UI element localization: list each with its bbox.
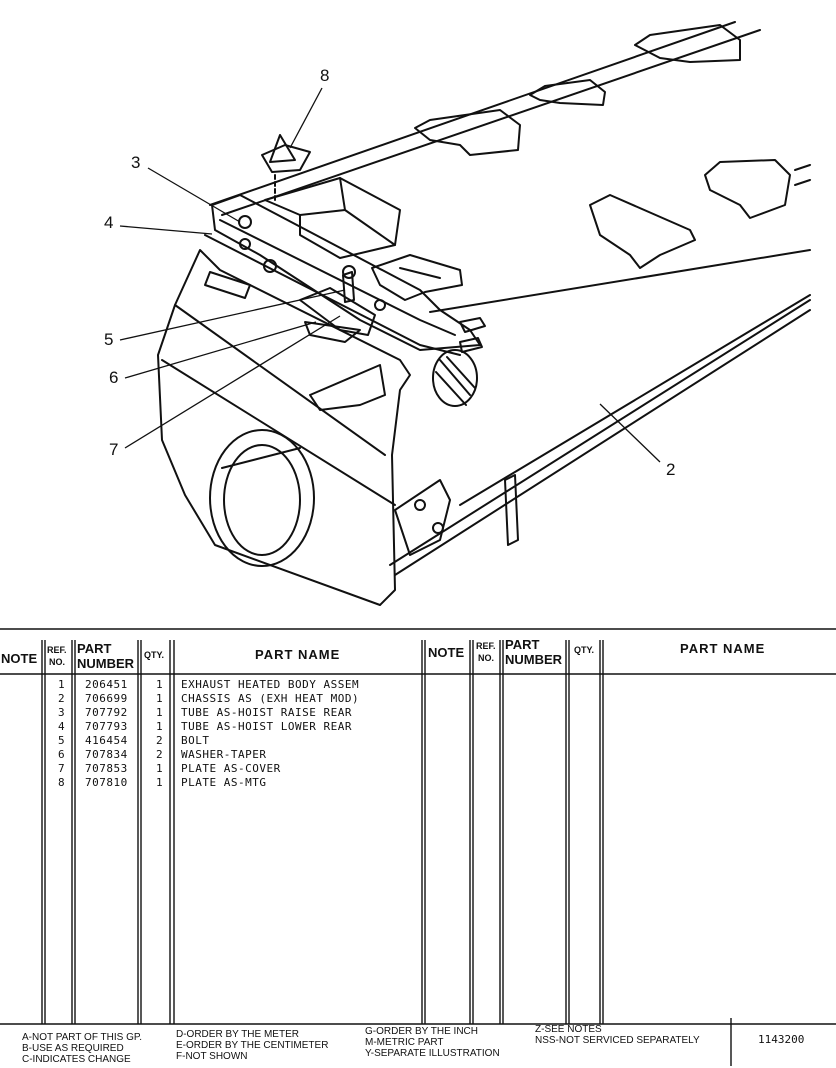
ref-no: 8	[58, 776, 66, 789]
legend-z: Z-SEE NOTES	[535, 1024, 602, 1035]
qty: 1	[156, 762, 164, 775]
header-ref-1: REF.	[47, 645, 67, 655]
callout-7: 7	[109, 440, 119, 459]
header-part-name: PART NAME	[255, 647, 341, 662]
qty: 1	[156, 776, 164, 789]
table-grid	[0, 628, 836, 1025]
header-part-number-2-right: NUMBER	[505, 652, 563, 667]
legend-d: D-ORDER BY THE METER	[176, 1029, 299, 1040]
callout-5: 5	[104, 330, 114, 349]
header-ref-1-right: REF.	[476, 641, 496, 651]
footer-divider	[730, 1018, 732, 1066]
ref-no: 5	[58, 734, 66, 747]
part-name: CHASSIS AS (EXH HEAT MOD)	[181, 692, 360, 705]
qty: 1	[156, 720, 164, 733]
part-number: 707853	[85, 762, 128, 775]
ref-no: 1	[58, 678, 66, 691]
legend-y: Y-SEPARATE ILLUSTRATION	[365, 1048, 500, 1059]
qty: 2	[156, 748, 164, 761]
header-part-name-right: PART NAME	[680, 641, 766, 656]
callout-8: 8	[320, 66, 330, 85]
ref-no: 4	[58, 720, 66, 733]
legend-c: C-INDICATES CHANGE	[22, 1054, 131, 1065]
part-number: 707834	[85, 748, 128, 761]
header-ref-2-right: NO.	[478, 653, 495, 663]
part-name: TUBE AS-HOIST RAISE REAR	[181, 706, 352, 719]
ref-no: 7	[58, 762, 66, 775]
callout-6: 6	[109, 368, 119, 387]
body-assembly-drawing	[119, 21, 811, 606]
header-note: NOTE	[1, 651, 38, 666]
part-number: 707792	[85, 706, 128, 719]
parts-table: NOTE REF. NO. PART NUMBER QTY. PART NAME…	[0, 628, 836, 1028]
callout-2: 2	[666, 460, 676, 479]
part-number: 416454	[85, 734, 128, 747]
legend-b: B-USE AS REQUIRED	[22, 1043, 124, 1054]
legend-f: F-NOT SHOWN	[176, 1051, 248, 1062]
legend-g: G-ORDER BY THE INCH	[365, 1026, 478, 1037]
ref-no: 2	[58, 692, 66, 705]
header-qty-right: QTY.	[574, 645, 595, 655]
callout-3: 3	[131, 153, 141, 172]
part-name: TUBE AS-HOIST LOWER REAR	[181, 720, 352, 733]
ref-no: 6	[58, 748, 66, 761]
part-name: EXHAUST HEATED BODY ASSEM	[181, 678, 360, 691]
legend-a: A-NOT PART OF THIS GP.	[22, 1032, 143, 1043]
header-note-right: NOTE	[428, 645, 465, 660]
part-number: 206451	[85, 678, 128, 691]
exploded-view-illustration: 8 3 4 5 6 7 2	[104, 21, 811, 606]
qty: 1	[156, 678, 164, 691]
legend-nss: NSS-NOT SERVICED SEPARATELY	[535, 1035, 700, 1046]
part-name: BOLT	[181, 734, 210, 747]
document-id: 1143200	[758, 1033, 805, 1046]
part-name: PLATE AS-MTG	[181, 776, 267, 789]
callout-4: 4	[104, 213, 114, 232]
header-part-number-2: NUMBER	[77, 656, 135, 671]
part-number: 706699	[85, 692, 128, 705]
header-part-number-1-right: PART	[505, 637, 540, 652]
header-qty: QTY.	[144, 650, 165, 660]
header-ref-2: NO.	[49, 657, 66, 667]
legend-e: E-ORDER BY THE CENTIMETER	[176, 1040, 329, 1051]
part-name: WASHER-TAPER	[181, 748, 267, 761]
legend-m: M-METRIC PART	[365, 1037, 444, 1048]
qty: 1	[156, 706, 164, 719]
qty: 2	[156, 734, 164, 747]
header-part-number-1: PART	[77, 641, 112, 656]
part-number: 707793	[85, 720, 128, 733]
part-name: PLATE AS-COVER	[181, 762, 281, 775]
qty: 1	[156, 692, 164, 705]
ref-no: 3	[58, 706, 66, 719]
part-number: 707810	[85, 776, 128, 789]
